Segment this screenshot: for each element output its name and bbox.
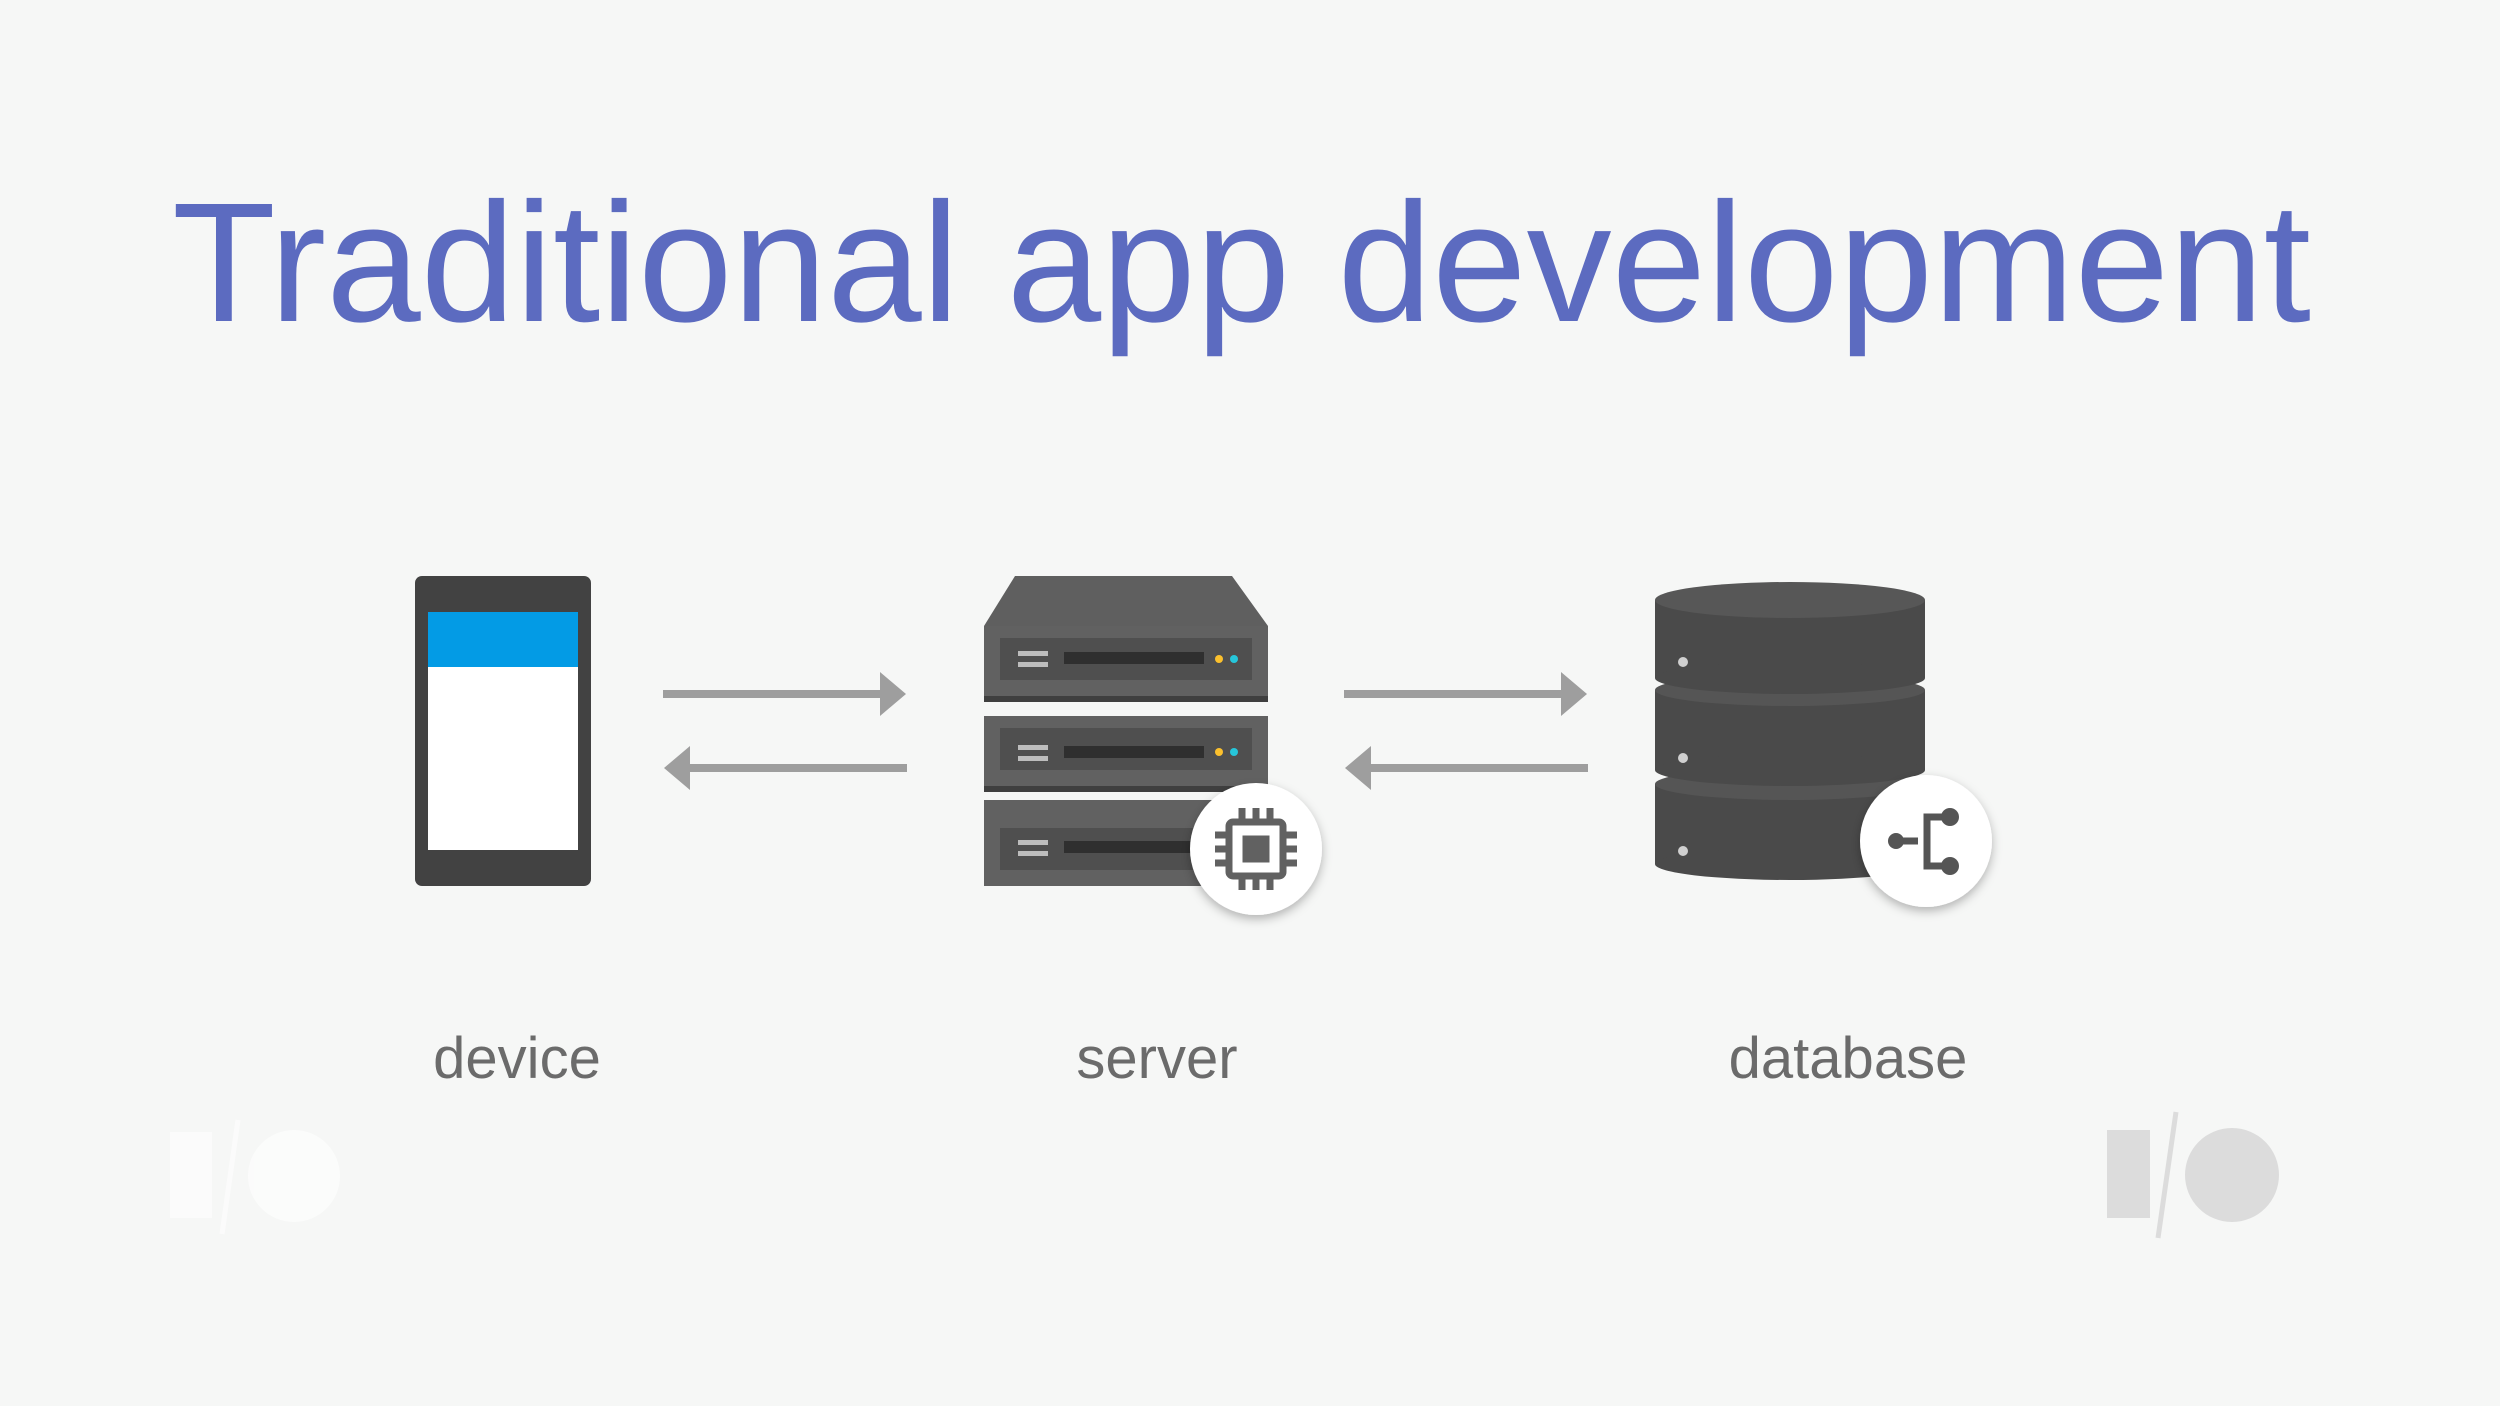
- database-disk: [1655, 582, 1925, 694]
- device-label: device: [433, 1026, 601, 1091]
- io-logo-left: [170, 1119, 340, 1235]
- cpu-chip-badge: [1190, 783, 1322, 915]
- server-label: server: [1076, 1026, 1238, 1091]
- schema-tree-icon: [1888, 808, 1959, 875]
- smartphone-icon: [415, 576, 591, 886]
- schema-tree-badge: [1860, 775, 1992, 907]
- server-unit: [984, 716, 1268, 786]
- database-cylinder-icon: [1655, 582, 1925, 880]
- arrow-database-to-server: [1345, 746, 1588, 790]
- slide-title: Traditional app development: [172, 168, 2311, 358]
- io-logo-right: [2107, 1111, 2279, 1239]
- arrow-server-to-database: [1344, 672, 1587, 716]
- arrow-server-to-device: [664, 746, 907, 790]
- server-unit: [984, 626, 1268, 696]
- arrow-device-to-server: [663, 672, 906, 716]
- cpu-chip-icon: [1215, 808, 1297, 890]
- database-label: database: [1728, 1026, 1968, 1091]
- app-bar: [428, 612, 578, 667]
